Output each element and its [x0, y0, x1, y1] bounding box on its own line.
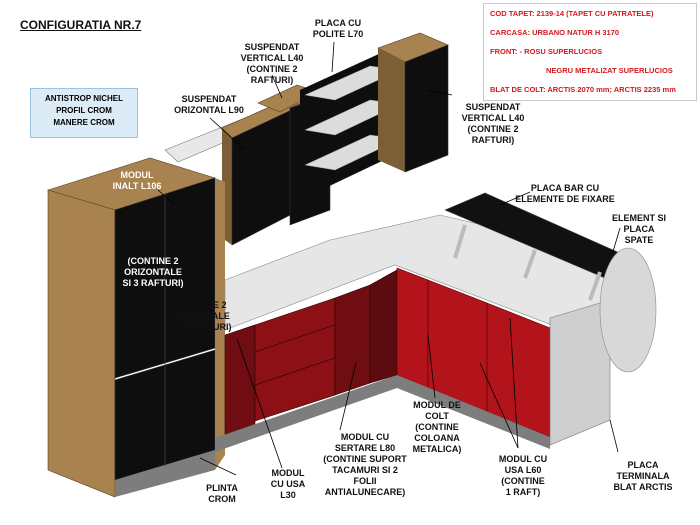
base-plinth-left — [215, 375, 397, 452]
label-modul-colt: MODUL DE COLT (CONTINE COLOANA METALICA) — [412, 400, 462, 454]
label-plinta: PLINTA CROM — [206, 483, 238, 504]
label-suspendat-vertical-right: SUSPENDAT VERTICAL L40 (CONTINE 2 RAFTUR… — [461, 102, 525, 145]
label-suspendat-vertical-left: SUSPENDAT VERTICAL L40 (CONTINE 2 RAFTUR… — [240, 42, 304, 85]
spec-line-1: COD TAPET: 2139-14 (TAPET CU PATRATELE) — [490, 9, 654, 18]
label-placa-bar: PLACA BAR CU ELEMENTE DE FIXARE — [515, 183, 615, 204]
spec-line-5: BLAT DE COLT: ARCTIS 2070 mm; ARCTIS 223… — [490, 85, 676, 94]
label-placa-terminala: PLACA TERMINALA BLAT ARCTIS — [613, 460, 673, 492]
legend-line-1: ANTISTROP NICHEL — [44, 94, 124, 103]
base-plinth-right — [397, 375, 550, 449]
bar-support-1 — [453, 224, 467, 259]
cabinet-vertical-right-door — [404, 44, 449, 173]
spec-line-3: FRONT: - ROSU SUPERLUCIOS — [490, 47, 603, 56]
label-placa-polite: PLACA CU POLITE L70 — [312, 18, 364, 39]
label-modul-inalt: MODUL INALT L106 — [112, 170, 162, 191]
tall-module-plinth — [115, 450, 215, 497]
label-suspendat-orizontal: SUSPENDAT ORIZONTAL L90 — [174, 94, 244, 115]
legend-line-3: MANERE CROM — [53, 118, 115, 127]
spec-line-4: NEGRU METALIZAT SUPERLUCIOS — [546, 66, 673, 75]
tall-module-right-edge — [215, 178, 225, 470]
label-modul-sertare: MODUL CU SERTARE L80 (CONTINE SUPORT TAC… — [323, 432, 407, 497]
bar-support-3 — [588, 271, 602, 301]
label-contine-upper: (CONTINE 2 ORIZONTALE SI 3 RAFTURI) — [122, 256, 184, 288]
label-contine-lower: (CONTINE 2 ORIZONTALE SI 3 RAFTURI) — [170, 300, 232, 332]
spec-line-2: CARCASA: URBANO NATUR H 3170 — [490, 28, 620, 37]
bar-support-2 — [523, 249, 537, 279]
cabinet-vertical-right-side — [378, 48, 405, 172]
label-modul-usa-160: MODUL CU USA L60 (CONTINE 1 RAFT) — [498, 454, 548, 497]
page-title: CONFIGURATIA NR.7 — [20, 18, 142, 32]
finish-legend: ANTISTROP NICHEL PROFIL CROM MANERE CROM — [30, 88, 138, 138]
rounded-end-element — [599, 247, 657, 373]
base-door-colt — [396, 267, 429, 389]
legend-line-2: PROFIL CROM — [56, 106, 112, 115]
tall-module-side — [47, 189, 116, 498]
base-door-l30 — [224, 324, 256, 437]
spec-box: COD TAPET: 2139-14 (TAPET CU PATRATELE) … — [483, 3, 697, 101]
label-element-placa: ELEMENT SI PLACA SPATE — [611, 213, 666, 245]
base-door-corner-2 — [369, 269, 398, 384]
label-modul-usa-30: MODUL CU USA L30 — [270, 468, 306, 500]
leader-lines — [157, 41, 621, 476]
